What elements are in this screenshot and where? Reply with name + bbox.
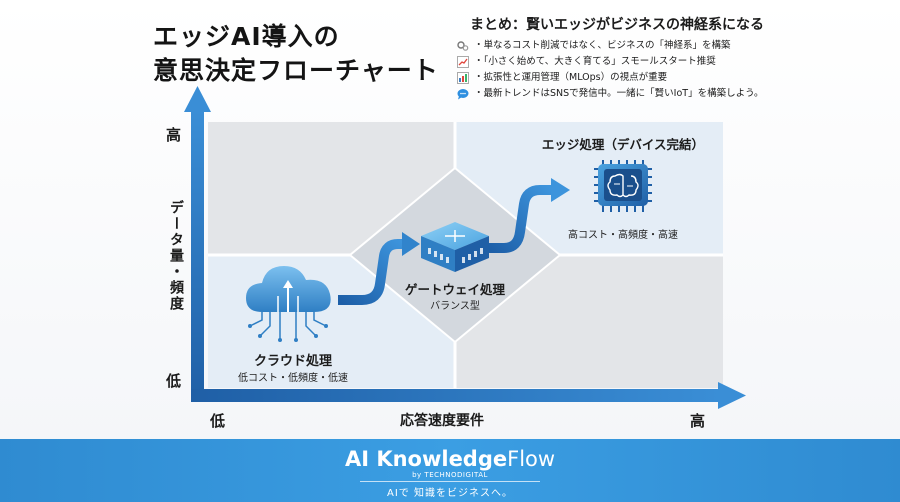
summary-heading: まとめ：賢いエッジがビジネスの神経系になる <box>470 17 764 33</box>
summary-item-text: ・「小さく始めて、大きく育てる」スモールスタート推奨 <box>474 56 716 67</box>
title-line-2: 意思決定フローチャート <box>153 56 439 85</box>
x-axis-arrowhead <box>718 382 746 409</box>
cloud-node-sub: 低コスト・低頻度・低速 <box>238 373 348 384</box>
ai-chip-icon <box>594 160 652 212</box>
gateway-box-icon <box>421 222 489 272</box>
y-axis-title: データ量・頻度 <box>168 200 184 312</box>
bar-chart-icon <box>456 72 470 84</box>
footer-divider <box>360 481 540 482</box>
chat-bubble-icon <box>456 88 470 100</box>
cloud-to-gateway-arrow <box>338 239 404 305</box>
x-axis-high-label: 高 <box>690 412 706 430</box>
summary-item: ・最新トレンドはSNSで発信中。一緒に「賢いIoT」を構築しよう。 <box>456 86 896 102</box>
summary-item: ・「小さく始めて、大きく育てる」スモールスタート推奨 <box>456 54 896 70</box>
x-axis-title: 応答速度要件 <box>400 413 484 429</box>
gateway-to-edge-arrow <box>488 185 552 253</box>
gears-icon <box>456 40 470 52</box>
x-axis-bar <box>191 389 721 402</box>
cloud-icon <box>246 266 331 342</box>
summary-panel: まとめ：賢いエッジがビジネスの神経系になる ・単なるコスト削減ではなく、ビジネス… <box>456 14 896 102</box>
x-axis-low-label: 低 <box>210 412 226 430</box>
title-line-1: エッジAI導入の <box>153 22 340 51</box>
brand-name-bold: AI Knowledge <box>344 447 508 471</box>
cloud-node-label: クラウド処理 <box>253 354 332 369</box>
page-title: エッジAI導入の 意思決定フローチャート <box>153 20 439 88</box>
edge-node-label: エッジ処理（デバイス完結） <box>541 137 705 152</box>
summary-item: ・単なるコスト削減ではなく、ビジネスの「神経系」を構築 <box>456 38 896 54</box>
gateway-node-label: ゲートウェイ処理 <box>404 282 505 297</box>
brand-tagline: AIで 知識をビジネスへ。 <box>387 488 513 499</box>
summary-item-text: ・最新トレンドはSNSで発信中。一緒に「賢いIoT」を構築しよう。 <box>474 88 764 99</box>
y-axis-high-label: 高 <box>166 126 182 144</box>
footer-banner: AI KnowledgeFlow by TECHNODIGITAL AIで 知識… <box>0 439 900 502</box>
y-axis-bar <box>191 110 204 402</box>
brand-byline: by TECHNODIGITAL <box>412 471 488 479</box>
brand-name-thin: Flow <box>507 447 556 471</box>
edge-node-sub: 高コスト・高頻度・高速 <box>568 230 678 241</box>
y-axis-arrowhead <box>184 86 211 112</box>
summary-item-text: ・単なるコスト削減ではなく、ビジネスの「神経系」を構築 <box>474 40 731 51</box>
brand-logo: AI KnowledgeFlow <box>0 447 900 471</box>
summary-item-text: ・拡張性と運用管理（MLOps）の視点が重要 <box>474 72 668 83</box>
gateway-node-sub: バランス型 <box>430 301 480 312</box>
growth-chart-icon <box>456 56 470 68</box>
y-axis-low-label: 低 <box>166 372 182 390</box>
summary-item: ・拡張性と運用管理（MLOps）の視点が重要 <box>456 70 896 86</box>
